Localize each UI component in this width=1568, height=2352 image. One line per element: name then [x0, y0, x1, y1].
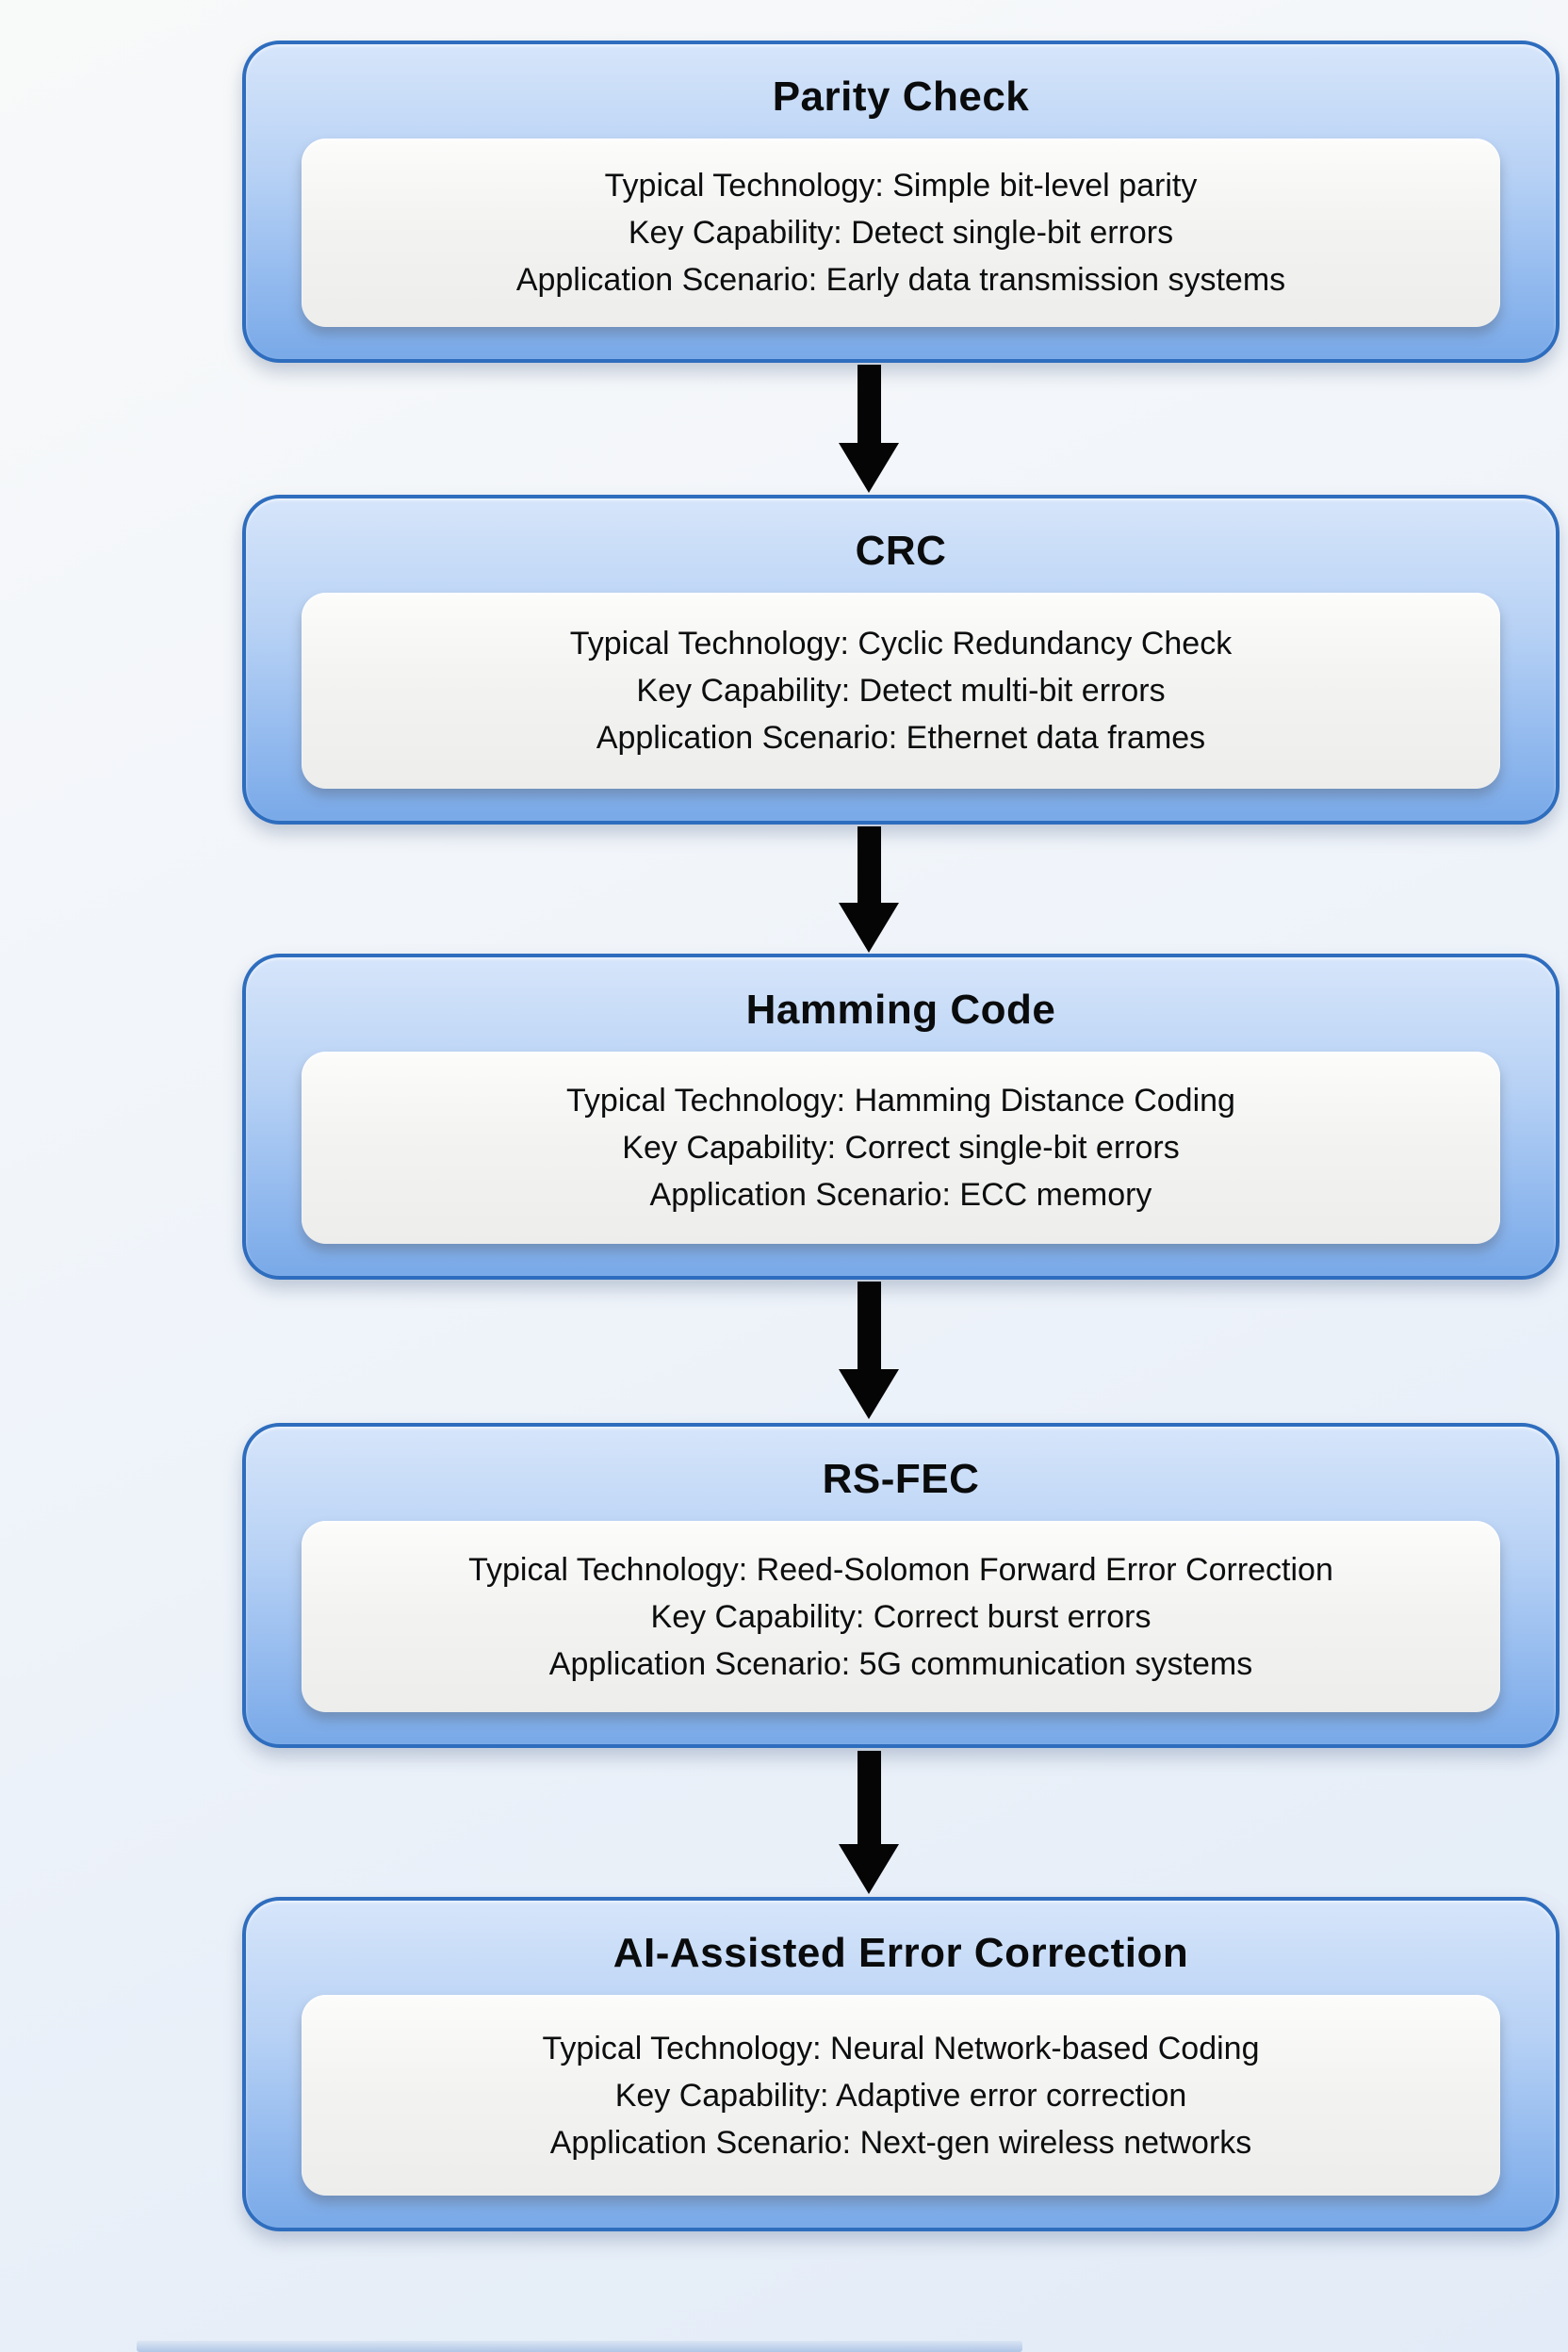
node-title: CRC — [855, 528, 947, 574]
arrow-head-icon — [839, 443, 899, 493]
arrow-head-icon — [839, 1844, 899, 1894]
node-detail-line: Key Capability: Detect single-bit errors — [628, 215, 1174, 251]
node-title: Hamming Code — [745, 987, 1056, 1033]
flow-node-rs-fec: RS-FEC Typical Technology: Reed-Solomon … — [242, 1423, 1560, 1748]
flow-node-ai-assisted-error-correction: AI-Assisted Error Correction Typical Tec… — [242, 1897, 1560, 2231]
node-details-panel: Typical Technology: Reed-Solomon Forward… — [302, 1521, 1500, 1712]
node-detail-line: Application Scenario: Next-gen wireless … — [549, 2124, 1252, 2161]
flow-node-hamming-code: Hamming Code Typical Technology: Hamming… — [242, 954, 1560, 1280]
node-detail-line: Typical Technology: Simple bit-level par… — [604, 168, 1198, 204]
arrow-shaft — [857, 826, 881, 903]
node-detail-line: Application Scenario: Ethernet data fram… — [596, 720, 1206, 756]
node-detail-line: Typical Technology: Cyclic Redundancy Ch… — [569, 626, 1233, 662]
node-detail-line: Typical Technology: Reed-Solomon Forward… — [468, 1551, 1333, 1588]
node-details-panel: Typical Technology: Simple bit-level par… — [302, 139, 1500, 327]
node-detail-line: Key Capability: Correct burst errors — [650, 1598, 1152, 1635]
arrow-head-icon — [839, 903, 899, 953]
node-title: AI-Assisted Error Correction — [612, 1930, 1189, 1976]
node-title: RS-FEC — [822, 1456, 980, 1502]
node-detail-line: Key Capability: Adaptive error correctio… — [614, 2077, 1187, 2114]
arrow-shaft — [857, 1751, 881, 1844]
node-detail-line: Typical Technology: Neural Network-based… — [542, 2030, 1260, 2066]
arrow-shaft — [857, 1282, 881, 1369]
down-arrow — [839, 1751, 899, 1894]
node-details-panel: Typical Technology: Cyclic Redundancy Ch… — [302, 593, 1500, 789]
node-detail-line: Application Scenario: ECC memory — [649, 1177, 1152, 1213]
bottom-edge-strip — [137, 2341, 1022, 2352]
flow-node-crc: CRC Typical Technology: Cyclic Redundanc… — [242, 495, 1560, 825]
down-arrow — [839, 826, 899, 953]
arrow-shaft — [857, 365, 881, 443]
node-detail-line: Application Scenario: 5G communication s… — [548, 1645, 1253, 1682]
node-title: Parity Check — [772, 74, 1030, 120]
node-detail-line: Application Scenario: Early data transmi… — [515, 262, 1286, 298]
node-detail-line: Typical Technology: Hamming Distance Cod… — [566, 1083, 1235, 1119]
down-arrow — [839, 365, 899, 493]
node-detail-line: Key Capability: Correct single-bit error… — [622, 1130, 1180, 1166]
flow-node-parity-check: Parity Check Typical Technology: Simple … — [242, 41, 1560, 363]
node-details-panel: Typical Technology: Hamming Distance Cod… — [302, 1052, 1500, 1244]
node-details-panel: Typical Technology: Neural Network-based… — [302, 1995, 1500, 2196]
down-arrow — [839, 1282, 899, 1419]
arrow-head-icon — [839, 1369, 899, 1419]
node-detail-line: Key Capability: Detect multi-bit errors — [636, 673, 1166, 709]
